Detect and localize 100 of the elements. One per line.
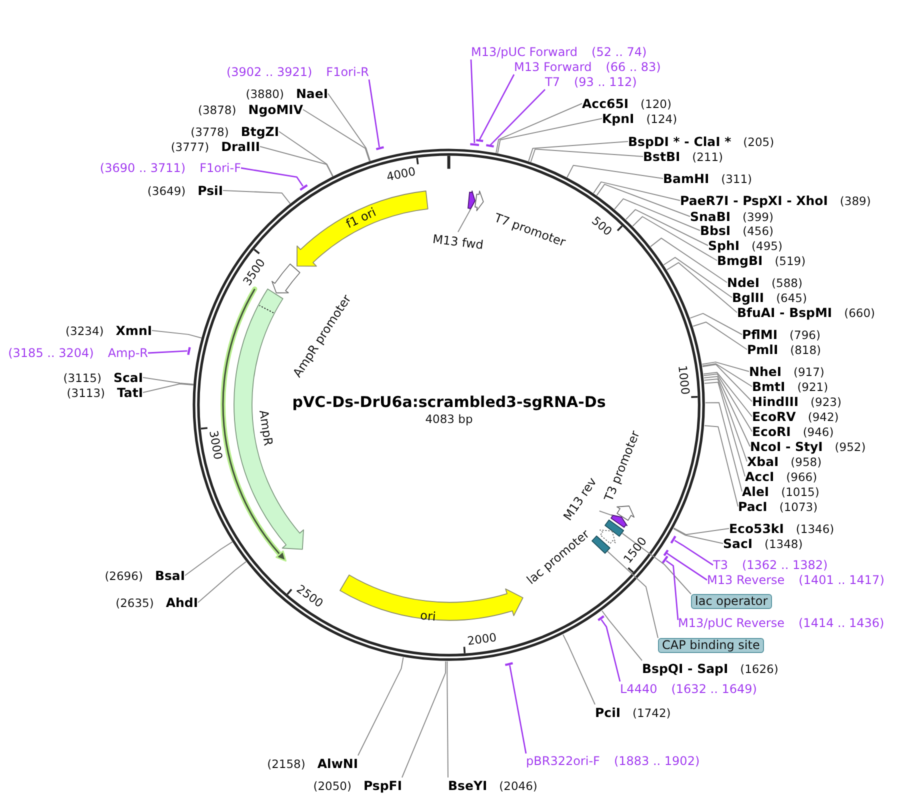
leader-line <box>478 74 515 140</box>
site-label: (3115) ScaI <box>63 370 143 386</box>
leader-line <box>152 330 202 338</box>
site-label: NheI (917) <box>749 364 824 380</box>
leader-line <box>509 665 527 754</box>
feature-band <box>610 514 628 529</box>
feature-band <box>466 190 476 211</box>
leader-line <box>692 322 748 350</box>
feature-tag: CAP binding site <box>658 638 764 653</box>
primer-site-mark <box>374 146 385 150</box>
site-label: (3878) NgoMIV <box>198 102 303 118</box>
primer-label: M13 Reverse (1401 .. 1417) <box>707 572 884 588</box>
primer-label: M13/pUC Reverse (1414 .. 1436) <box>678 616 884 630</box>
leader-line <box>703 376 750 447</box>
leader-line <box>704 425 738 507</box>
scale-number: 1000 <box>675 364 692 395</box>
site-label: (3113) TatI <box>66 384 143 400</box>
leader-line <box>142 383 194 393</box>
leader-line <box>446 660 448 778</box>
leader-line <box>260 146 334 177</box>
leader-line <box>674 540 714 566</box>
leader-line <box>302 109 370 162</box>
site-label: HindIII (923) <box>752 394 842 410</box>
leader-line <box>673 528 724 544</box>
leader-line <box>606 550 658 638</box>
site-label: (2635) AhdI <box>116 594 198 610</box>
primer-site-mark <box>468 142 480 146</box>
feature-label: f1 ori <box>344 205 378 231</box>
site-label: (3234) XmnI <box>66 322 152 338</box>
primer-label: L4440 (1632 .. 1649) <box>620 682 757 696</box>
leader-line <box>614 198 700 231</box>
leader-line <box>666 560 679 620</box>
primer-site-mark <box>474 139 484 142</box>
site-label: (3880) NaeI <box>246 86 328 102</box>
leader-line <box>666 552 708 581</box>
site-label: (3778) BtgZI <box>190 124 279 140</box>
leader-line <box>562 634 596 705</box>
site-label: (3649) PsiI <box>147 182 223 198</box>
leader-line <box>702 362 750 372</box>
site-label: PaeR7I - PspXI - XhoI (389) <box>680 192 871 208</box>
primer-label: M13/pUC Forward (52 .. 74) <box>471 44 647 60</box>
primer-site-mark <box>596 615 605 622</box>
feature-label: ori <box>420 608 436 624</box>
site-label: BmgBI (519) <box>717 252 806 268</box>
primer-label: (3690 .. 3711) F1ori-F <box>100 160 241 176</box>
leader-line <box>702 363 752 387</box>
site-label: BbsI (456) <box>700 222 774 238</box>
scale-number: 4000 <box>385 164 417 184</box>
site-label: SacI (1348) <box>723 536 803 552</box>
leader-line <box>666 262 738 313</box>
feature-block <box>604 518 625 537</box>
site-label: NdeI (588) <box>727 274 802 290</box>
site-label: (3777) DraIII <box>170 138 260 154</box>
site-label: SphI (495) <box>708 238 782 254</box>
leader-line <box>490 89 546 146</box>
leader-line <box>704 382 746 477</box>
primer-site-mark <box>662 548 669 556</box>
site-label: (2696) BsaI <box>104 568 185 584</box>
leader-line <box>198 561 247 603</box>
feature-label: AmpR <box>256 409 276 447</box>
leader-line <box>184 541 233 576</box>
primer-label: (3902 .. 3921) F1ori-R <box>226 64 369 80</box>
leader-line <box>673 528 730 536</box>
leader-line <box>278 131 334 177</box>
scale-number: 3000 <box>207 430 226 462</box>
site-label: AccI (966) <box>745 468 818 484</box>
scale-number: 2000 <box>466 630 498 648</box>
site-label: AleI (1015) <box>742 484 820 500</box>
plasmid-size: 4083 bp <box>425 412 473 426</box>
site-label: BspDI * - ClaI * (205) <box>628 134 774 150</box>
leader-line <box>702 364 752 402</box>
leader-line <box>704 378 748 462</box>
site-label: PflMI (796) <box>742 326 820 342</box>
site-label: PciI (1742) <box>595 704 671 720</box>
site-label: BmtI (921) <box>752 378 828 394</box>
site-label: (2158) AlwNI <box>267 756 358 772</box>
site-label: XbaI (958) <box>747 454 822 470</box>
primer-site-mark <box>485 144 496 148</box>
leader-line <box>358 656 404 756</box>
leader-line <box>530 148 644 162</box>
leader-line <box>598 510 614 516</box>
leader-line <box>566 164 664 179</box>
leader-line <box>142 377 194 385</box>
site-label: PmlI (818) <box>747 342 822 358</box>
leader-line <box>632 216 718 261</box>
leader-line <box>496 103 582 154</box>
leader-line <box>622 532 692 594</box>
site-label: BamHI (311) <box>663 170 752 186</box>
primer-label: T3 (1362 .. 1382) <box>713 558 828 572</box>
leader-line <box>328 93 371 162</box>
site-label: BfuAI - BspMI (660) <box>737 304 876 320</box>
leader-line <box>240 167 304 186</box>
site-label: SnaBI (399) <box>690 208 774 224</box>
leader-line <box>703 372 752 417</box>
leader-line <box>625 209 708 246</box>
leader-line <box>148 350 188 354</box>
leader-line <box>596 184 690 217</box>
site-label: BspQI - SapI (1626) <box>642 660 778 676</box>
feature-tag: lac operator <box>691 594 772 609</box>
site-label: BglII (645) <box>732 290 807 306</box>
